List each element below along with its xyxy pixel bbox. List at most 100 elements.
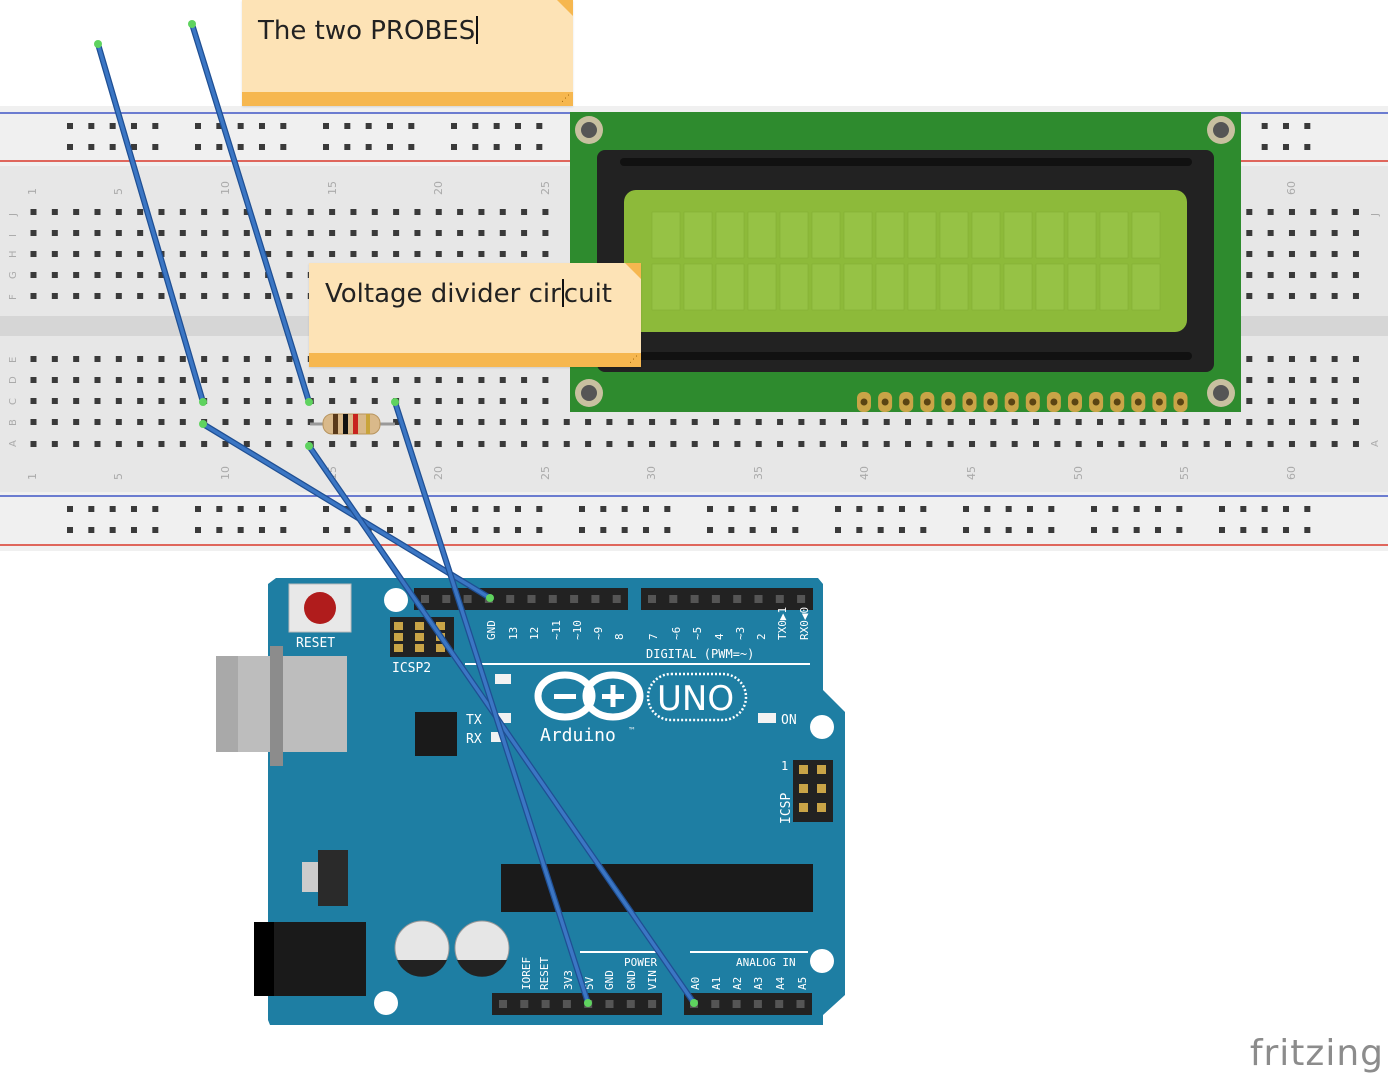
rail-hole[interactable] <box>280 527 287 533</box>
breadboard-hole[interactable] <box>1246 209 1253 215</box>
breadboard-hole[interactable] <box>265 293 272 299</box>
breadboard-hole[interactable] <box>1331 293 1338 299</box>
breadboard-hole[interactable] <box>713 441 720 447</box>
breadboard-hole[interactable] <box>307 230 314 236</box>
breadboard-hole[interactable] <box>137 419 144 425</box>
breadboard-hole[interactable] <box>179 293 186 299</box>
breadboard-hole[interactable] <box>286 230 293 236</box>
breadboard-hole[interactable] <box>350 230 357 236</box>
breadboard-hole[interactable] <box>243 356 250 362</box>
breadboard-hole[interactable] <box>286 356 293 362</box>
breadboard-hole[interactable] <box>1352 441 1359 447</box>
breadboard-hole[interactable] <box>30 272 37 278</box>
breadboard-hole[interactable] <box>883 441 890 447</box>
breadboard-hole[interactable] <box>457 209 464 215</box>
breadboard-hole[interactable] <box>1288 398 1295 404</box>
breadboard-hole[interactable] <box>222 441 229 447</box>
breadboard-hole[interactable] <box>73 419 80 425</box>
breadboard-hole[interactable] <box>1246 272 1253 278</box>
breadboard-hole[interactable] <box>1310 251 1317 257</box>
rail-hole[interactable] <box>1219 506 1225 512</box>
breadboard-hole[interactable] <box>691 419 698 425</box>
breadboard-hole[interactable] <box>435 419 442 425</box>
breadboard-hole[interactable] <box>1246 419 1253 425</box>
rail-hole[interactable] <box>258 506 265 512</box>
breadboard-hole[interactable] <box>201 251 208 257</box>
rail-hole[interactable] <box>1282 144 1289 150</box>
breadboard-hole[interactable] <box>1224 419 1231 425</box>
breadboard-hole[interactable] <box>777 441 784 447</box>
breadboard-hole[interactable] <box>265 356 272 362</box>
breadboard-hole[interactable] <box>94 377 101 383</box>
breadboard-hole[interactable] <box>1352 377 1359 383</box>
rail-hole[interactable] <box>67 144 73 150</box>
rail-hole[interactable] <box>600 506 607 512</box>
breadboard-hole[interactable] <box>73 251 80 257</box>
breadboard-hole[interactable] <box>499 398 506 404</box>
rail-hole[interactable] <box>195 506 201 512</box>
rail-hole[interactable] <box>472 506 479 512</box>
breadboard-hole[interactable] <box>30 441 37 447</box>
breadboard-hole[interactable] <box>350 377 357 383</box>
breadboard-hole[interactable] <box>1054 419 1061 425</box>
rail-hole[interactable] <box>365 506 372 512</box>
breadboard-hole[interactable] <box>1288 419 1295 425</box>
breadboard-hole[interactable] <box>73 209 80 215</box>
breadboard-hole[interactable] <box>158 441 165 447</box>
breadboard-hole[interactable] <box>286 441 293 447</box>
breadboard-hole[interactable] <box>499 251 506 257</box>
breadboard-hole[interactable] <box>542 419 549 425</box>
breadboard-hole[interactable] <box>1331 419 1338 425</box>
breadboard-hole[interactable] <box>585 419 592 425</box>
breadboard-hole[interactable] <box>1288 441 1295 447</box>
rail-hole[interactable] <box>323 144 329 150</box>
digital-header-left[interactable] <box>414 588 628 610</box>
breadboard-hole[interactable] <box>73 230 80 236</box>
breadboard-hole[interactable] <box>542 209 549 215</box>
breadboard-hole[interactable] <box>350 209 357 215</box>
breadboard-hole[interactable] <box>179 251 186 257</box>
breadboard-hole[interactable] <box>521 230 528 236</box>
breadboard-hole[interactable] <box>286 272 293 278</box>
5v-wire[interactable] <box>392 399 591 1006</box>
breadboard-hole[interactable] <box>201 272 208 278</box>
breadboard-hole[interactable] <box>243 272 250 278</box>
breadboard-hole[interactable] <box>947 419 954 425</box>
rail-hole[interactable] <box>664 506 671 512</box>
breadboard-hole[interactable] <box>265 377 272 383</box>
breadboard-hole[interactable] <box>51 356 58 362</box>
breadboard-hole[interactable] <box>1246 251 1253 257</box>
rail-hole[interactable] <box>472 123 479 129</box>
rail-hole[interactable] <box>1304 144 1311 150</box>
breadboard-hole[interactable] <box>94 441 101 447</box>
rail-hole[interactable] <box>1282 506 1289 512</box>
rail-hole[interactable] <box>195 123 201 129</box>
rail-hole[interactable] <box>280 506 287 512</box>
rail-hole[interactable] <box>258 527 265 533</box>
breadboard-hole[interactable] <box>73 377 80 383</box>
breadboard-hole[interactable] <box>1352 272 1359 278</box>
rail-hole[interactable] <box>621 527 628 533</box>
rail-hole[interactable] <box>514 144 521 150</box>
breadboard-hole[interactable] <box>115 419 122 425</box>
breadboard-hole[interactable] <box>1267 377 1274 383</box>
breadboard-hole[interactable] <box>1097 419 1103 425</box>
breadboard-hole[interactable] <box>286 419 293 425</box>
breadboard-hole[interactable] <box>1331 272 1338 278</box>
breadboard-hole[interactable] <box>1310 230 1317 236</box>
breadboard-hole[interactable] <box>51 230 58 236</box>
breadboard-hole[interactable] <box>51 377 58 383</box>
rail-hole[interactable] <box>130 506 137 512</box>
breadboard-hole[interactable] <box>51 251 58 257</box>
breadboard-hole[interactable] <box>1310 272 1317 278</box>
rail-hole[interactable] <box>1304 123 1311 129</box>
breadboard-hole[interactable] <box>521 251 528 257</box>
breadboard-hole[interactable] <box>201 356 208 362</box>
rail-hole[interactable] <box>109 527 116 533</box>
breadboard-hole[interactable] <box>1160 419 1167 425</box>
rail-hole[interactable] <box>856 527 863 533</box>
rail-hole[interactable] <box>408 506 415 512</box>
rail-hole[interactable] <box>216 506 223 512</box>
breadboard-hole[interactable] <box>670 441 677 447</box>
breadboard-hole[interactable] <box>905 419 912 425</box>
